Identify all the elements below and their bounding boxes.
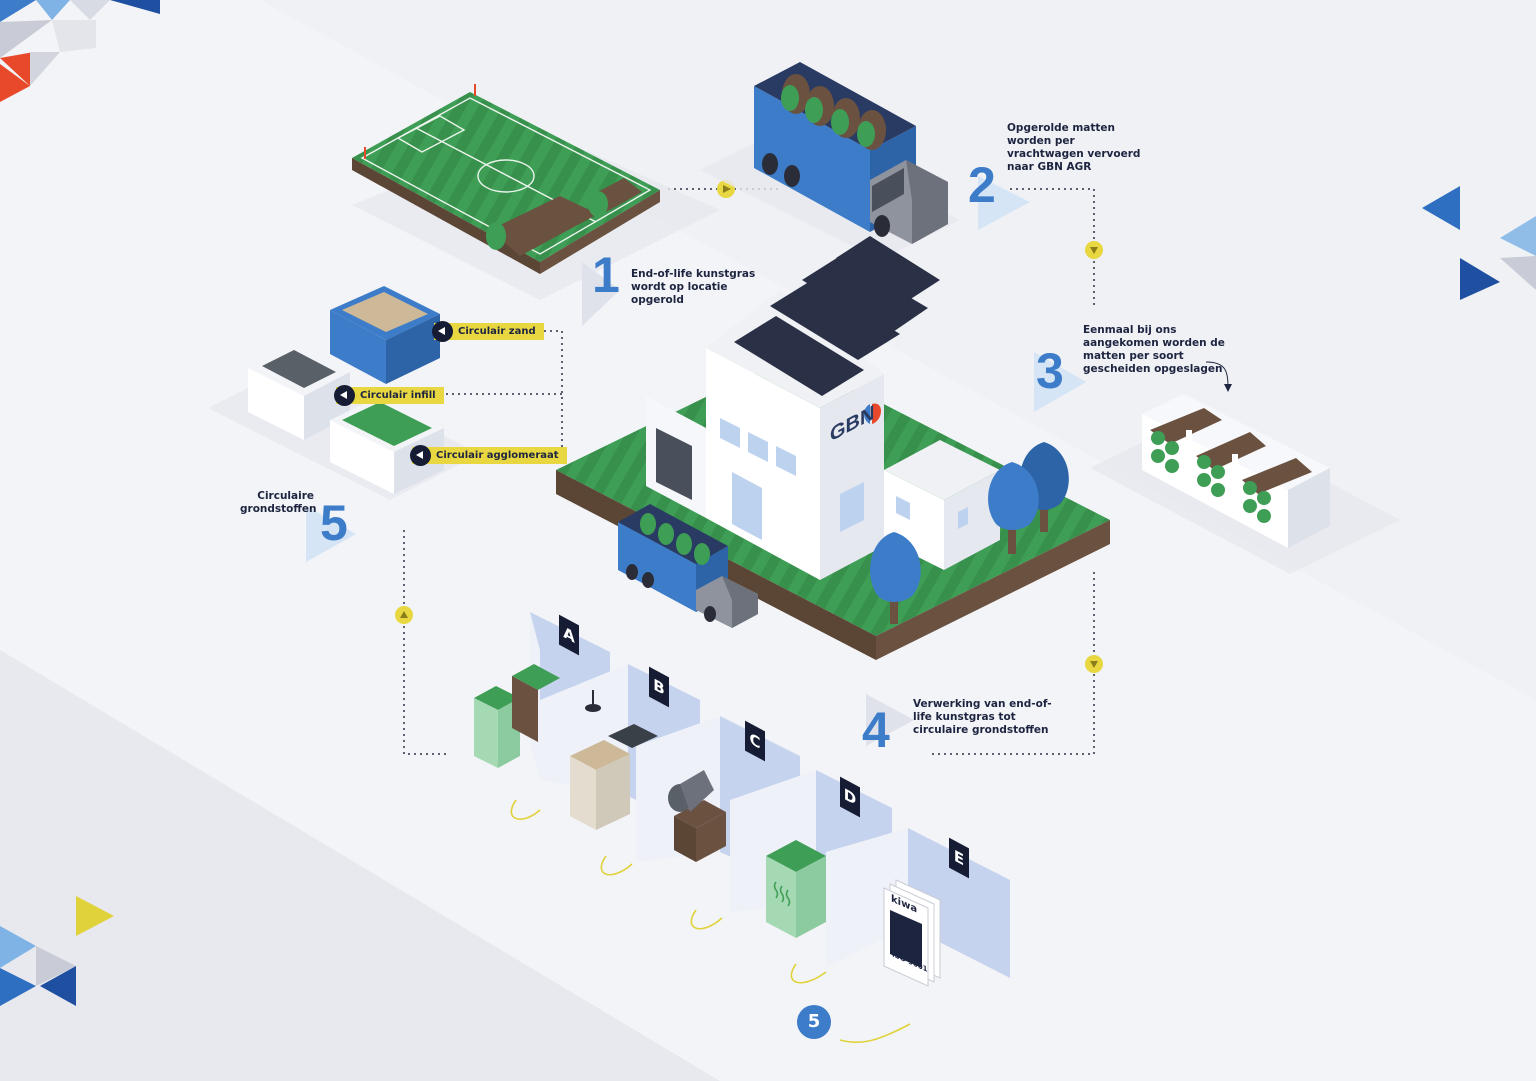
step-1-text: End-of-life kunstgras wordt op locatie o…	[631, 268, 756, 306]
play-icon	[410, 445, 431, 466]
rolled-turf	[486, 178, 642, 256]
processing-line	[474, 612, 1010, 1044]
logo-gbn	[864, 403, 881, 424]
step-5-text: Circulaire grondstoffen	[240, 490, 317, 515]
step-1-marker	[582, 262, 620, 326]
triangle-decoration-top-left	[0, 0, 160, 102]
certificate	[883, 879, 941, 987]
material-tag-infill: Circulair infill	[334, 385, 444, 406]
step-4-number: 4	[862, 702, 890, 758]
step-3-text: Eenmaal bij ons aangekomen worden de mat…	[1083, 324, 1225, 375]
step-3-marker	[1034, 352, 1086, 412]
step-2-marker	[978, 176, 1030, 230]
triangle-decoration-bottom-left	[0, 896, 114, 1006]
step-5-marker	[306, 506, 356, 562]
final-step-badge: 5	[797, 1005, 831, 1039]
play-icon	[334, 385, 355, 406]
step-5-number: 5	[320, 495, 348, 551]
step-2-text: Opgerolde matten worden per vrachtwagen …	[1007, 122, 1141, 173]
play-icon	[432, 321, 453, 342]
material-tag-zand: Circulair zand	[432, 321, 544, 342]
factory	[556, 236, 1110, 660]
truck-small	[618, 504, 758, 628]
background-band	[0, 650, 720, 1081]
material-tag-agglomeraat: Circulair agglomeraat	[410, 445, 567, 466]
tree	[870, 442, 1069, 624]
step-1-number: 1	[592, 247, 620, 303]
truck-large	[700, 62, 960, 260]
football-field	[352, 84, 720, 300]
step-4-marker	[866, 694, 914, 746]
solar-panels	[734, 236, 940, 396]
step-2-number: 2	[968, 157, 996, 213]
step-3-number: 3	[1036, 343, 1064, 399]
material-bins	[208, 286, 480, 500]
triangle-decoration-right	[1422, 186, 1536, 300]
step-4-text: Verwerking van end-of-life kunstgras tot…	[913, 698, 1052, 736]
storage-racks	[1090, 394, 1400, 574]
